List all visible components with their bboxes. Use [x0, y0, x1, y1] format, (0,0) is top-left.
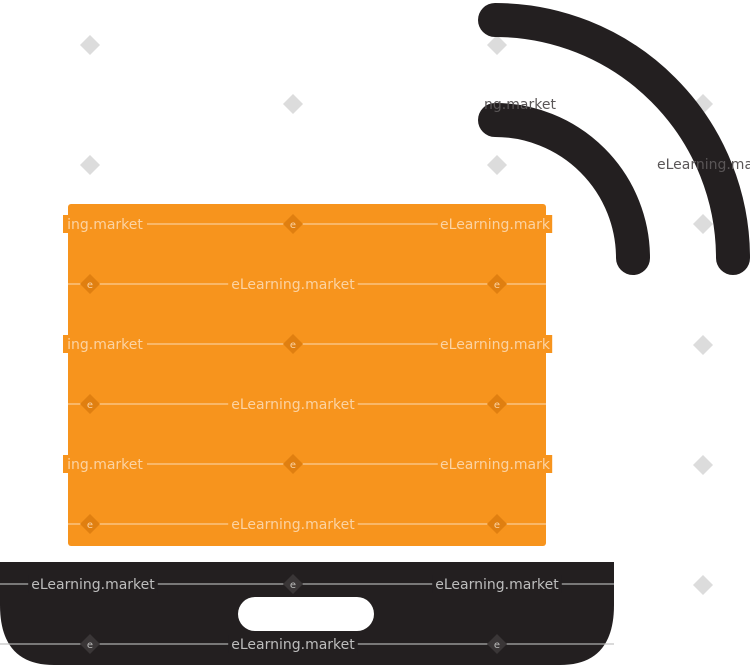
- watermark-label: eLearning.mark: [440, 217, 551, 233]
- watermark-label: eLearning.market: [231, 397, 355, 413]
- watermark-badge-diamond: [80, 394, 100, 414]
- watermark-label: eLearning.market: [31, 577, 155, 593]
- watermark-diamond: [487, 35, 507, 55]
- watermark-diamond: [693, 335, 713, 355]
- watermark-diamond: [693, 575, 713, 595]
- watermark-text-backing: [432, 575, 562, 593]
- watermark-badge-letter: e: [87, 280, 93, 291]
- watermark-badge-diamond: [80, 514, 100, 534]
- watermark-diamond: [80, 35, 100, 55]
- watermark-badge-diamond: [283, 214, 303, 234]
- watermark-label: eLearning.mark: [440, 337, 551, 353]
- watermark-text-backing: [228, 275, 358, 293]
- watermark-badge-letter: e: [87, 640, 93, 651]
- watermark-label: ing.market: [67, 217, 143, 233]
- watermark-badge-diamond: [283, 454, 303, 474]
- wifi-outer-wave: [478, 3, 750, 275]
- watermark-label: ng.market: [484, 97, 556, 113]
- watermark-label: ing.market: [67, 337, 143, 353]
- watermark-text-backing: [437, 335, 553, 353]
- watermark-label: eLearning.ma: [657, 157, 750, 173]
- watermark-label: eLearning.market: [231, 637, 355, 653]
- watermark-badge-diamond: [283, 574, 303, 594]
- watermark-badge-diamond: [487, 394, 507, 414]
- watermark-background-layer: [80, 35, 713, 595]
- watermark-label: ing.market: [67, 457, 143, 473]
- watermark-badge-diamond: [487, 634, 507, 654]
- watermark-badge-letter: e: [290, 460, 296, 471]
- watermark-badge-diamond: [487, 514, 507, 534]
- watermark-diamond: [487, 155, 507, 175]
- watermark-badge-diamond: [80, 634, 100, 654]
- watermark-badge-letter: e: [494, 640, 500, 651]
- wifi-icon: [478, 3, 750, 275]
- watermark-badge-letter: e: [494, 520, 500, 531]
- laptop-screen: [68, 204, 546, 546]
- watermark-text-backing: [63, 335, 147, 353]
- watermark-badge-letter: e: [290, 340, 296, 351]
- watermark-diamond: [693, 214, 713, 234]
- watermark-label: eLearning.market: [231, 517, 355, 533]
- wifi-inner-wave: [478, 103, 650, 275]
- watermark-text-backing: [228, 395, 358, 413]
- watermark-text-backing: [28, 575, 158, 593]
- watermark-text-backing: [228, 635, 358, 653]
- watermark-badge-letter: e: [87, 400, 93, 411]
- watermark-badge-diamond: [487, 274, 507, 294]
- watermark-text-backing: [437, 215, 553, 233]
- watermark-badge-letter: e: [87, 520, 93, 531]
- watermark-label: eLearning.market: [435, 577, 559, 593]
- watermark-diamond: [283, 94, 303, 114]
- laptop-touchpad: [238, 597, 374, 631]
- watermark-badge-diamond: [283, 334, 303, 354]
- watermark-label: eLearning.market: [231, 277, 355, 293]
- watermark-diamond: [80, 155, 100, 175]
- watermark-text-backing: [63, 455, 147, 473]
- watermark-badge-letter: e: [494, 280, 500, 291]
- watermark-badge-diamond: [80, 274, 100, 294]
- watermark-label: eLearning.mark: [440, 457, 551, 473]
- watermark-badge-letter: e: [290, 220, 296, 231]
- watermark-diamond: [693, 455, 713, 475]
- watermark-badge-letter: e: [290, 580, 296, 591]
- watermark-text-backing: [437, 455, 553, 473]
- watermark-badge-letter: e: [494, 400, 500, 411]
- watermark-text-backing: [63, 215, 147, 233]
- watermark-text-backing: [228, 515, 358, 533]
